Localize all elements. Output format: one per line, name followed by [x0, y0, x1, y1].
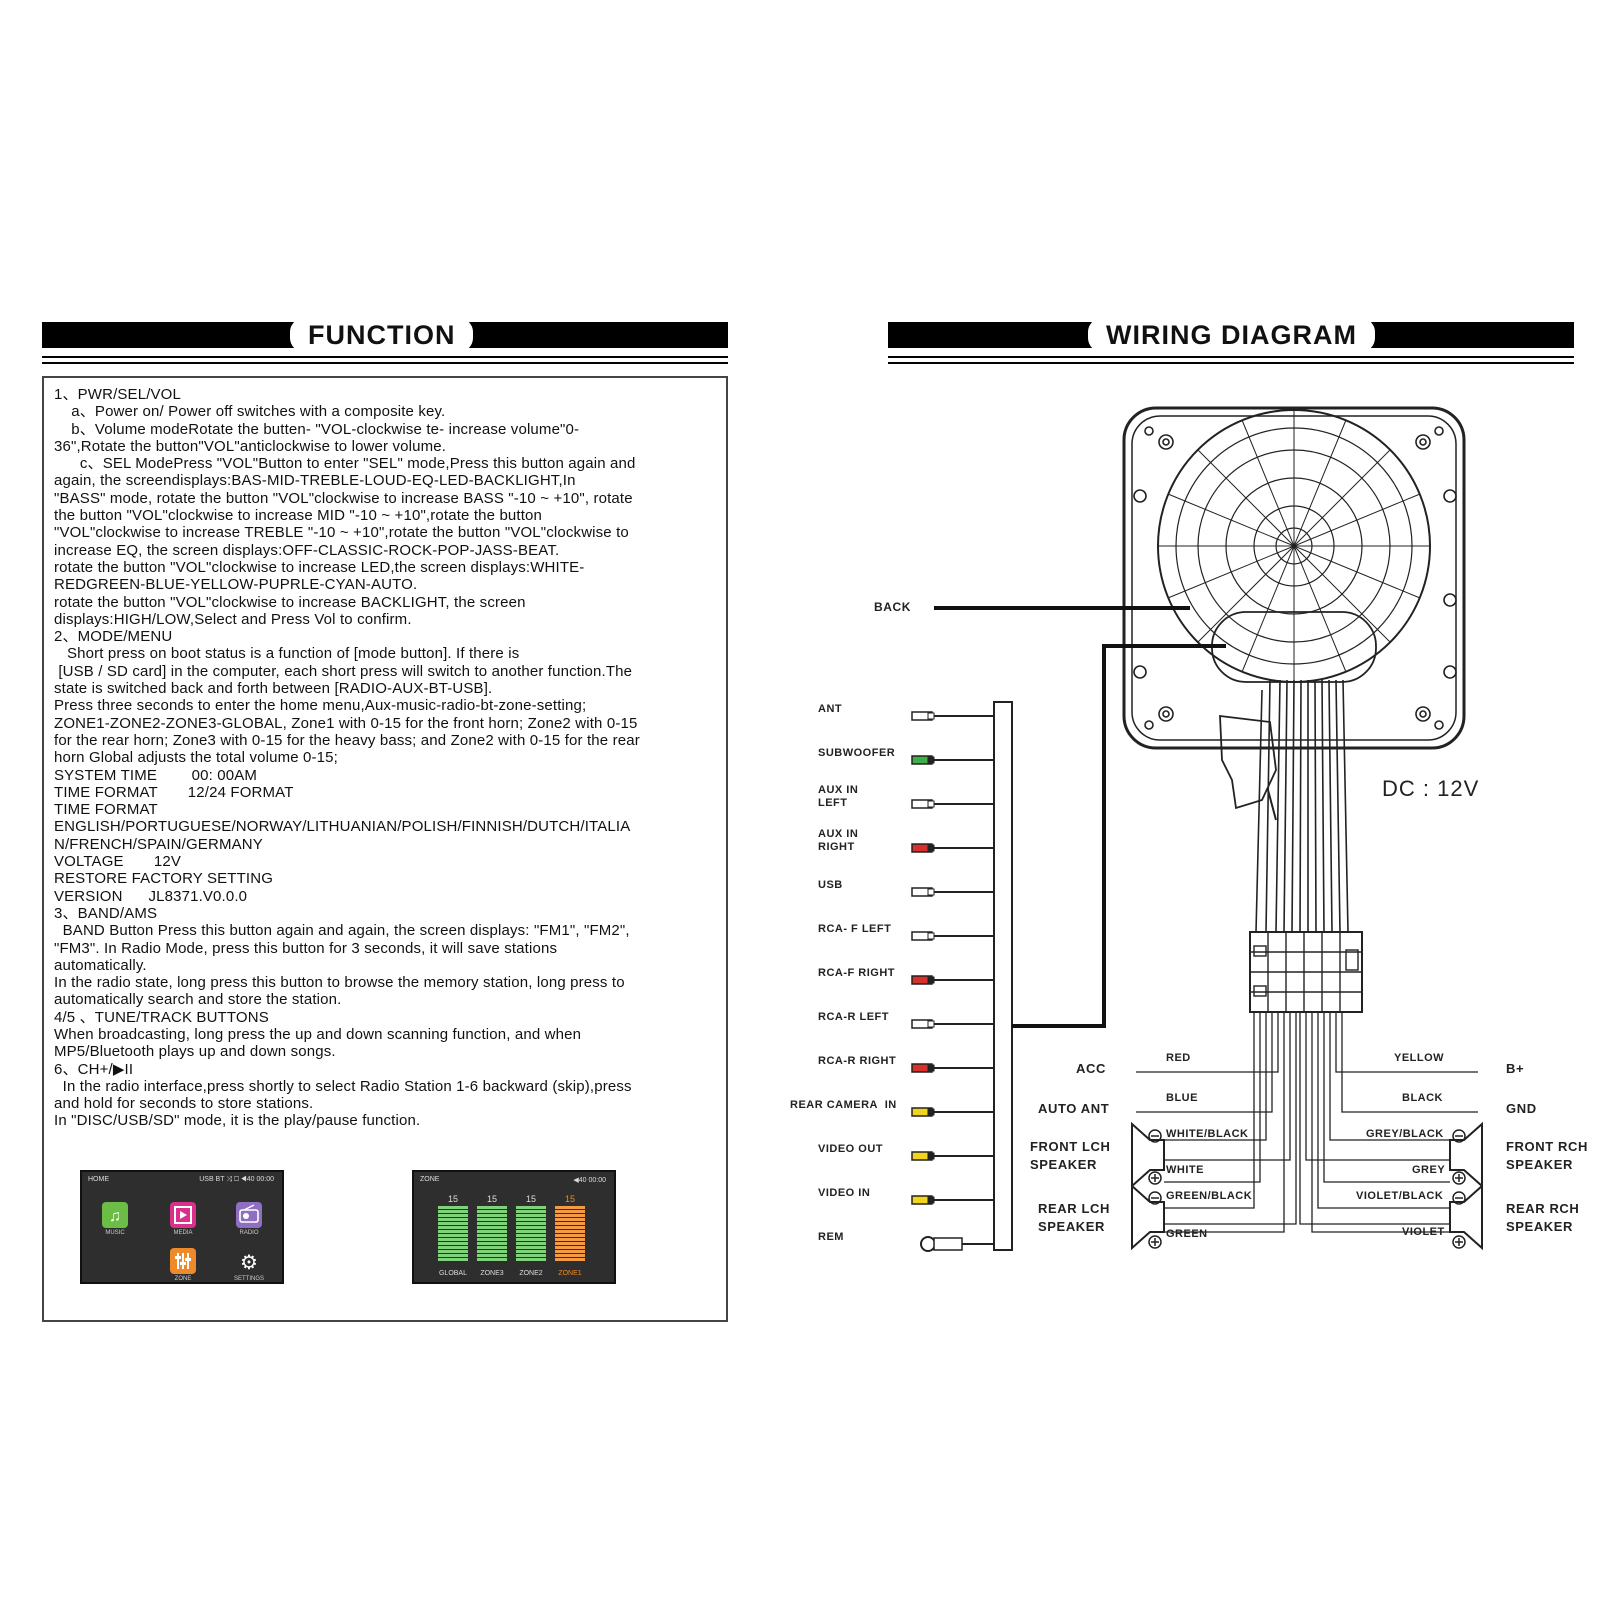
- terminal-auto-ant: AUTO ANT: [1038, 1101, 1110, 1116]
- connector-label: VIDEO OUT: [818, 1143, 884, 1155]
- speaker-icon: [1449, 1121, 1483, 1189]
- zone-label: ZONE1: [558, 1270, 582, 1277]
- zone-value: 15: [564, 1194, 575, 1204]
- app-label: MEDIA: [173, 1230, 193, 1236]
- app-label: SETTINGS: [233, 1276, 264, 1282]
- front-lch-speaker-label: FRONT LCH SPEAKER: [1030, 1139, 1111, 1172]
- connector-tip: [927, 932, 935, 940]
- wire-green-black: GREEN/BLACK: [1166, 1190, 1253, 1202]
- home-status-right: USB BT ⤨ ▢ ◀40 00:00: [199, 1176, 274, 1183]
- terminal-acc: ACC: [1076, 1061, 1106, 1076]
- function-text: 1、PWR/SEL/VOL a、Power on/ Power off swit…: [54, 386, 640, 1130]
- connector-label: AUX IN RIGHT: [818, 828, 859, 853]
- zone-status-right: ◀40 00:00: [573, 1177, 606, 1184]
- zone-value: 15: [525, 1194, 536, 1204]
- connector-rows: [911, 711, 994, 1252]
- connector-tip: [927, 976, 935, 984]
- app-label: ZONE: [174, 1276, 192, 1282]
- svg-text:♫: ♫: [109, 1208, 121, 1225]
- zone-value: 15: [486, 1194, 497, 1204]
- settings-icon: ⚙: [236, 1248, 262, 1274]
- header-rule: [42, 356, 728, 358]
- media-icon: [170, 1202, 196, 1228]
- wire-violet: VIOLET: [1402, 1226, 1445, 1238]
- connector-bus: [993, 701, 1013, 1251]
- wire-white-black: WHITE/BLACK: [1166, 1128, 1249, 1140]
- wire-red: RED: [1166, 1052, 1191, 1064]
- connector-label: RCA-R LEFT: [818, 1011, 889, 1023]
- speaker-icon: [1131, 1121, 1165, 1189]
- connector-label: AUX IN LEFT: [818, 784, 859, 809]
- zone-label: GLOBAL: [438, 1270, 467, 1277]
- back-label: BACK: [874, 600, 912, 614]
- connector-label: RCA-R RIGHT: [818, 1055, 897, 1067]
- terminal-gnd: GND: [1506, 1101, 1537, 1116]
- header-rule: [888, 356, 1574, 358]
- zone-level-bar: [516, 1206, 546, 1262]
- connector-label: VIDEO IN: [818, 1187, 871, 1199]
- connector-tip: [927, 1064, 935, 1072]
- wire-green: GREEN: [1166, 1228, 1208, 1240]
- dc-label: DC : 12V: [1382, 776, 1480, 801]
- header-rule: [888, 362, 1574, 364]
- zone-level-bar: [438, 1206, 468, 1262]
- zone-label: ZONE3: [480, 1270, 504, 1277]
- front-rch-speaker-label: FRONT RCH SPEAKER: [1506, 1139, 1588, 1172]
- connector-tip: [927, 1108, 935, 1116]
- connector-label: REAR CAMERA IN: [790, 1099, 897, 1111]
- home-status-left: HOME: [88, 1176, 109, 1183]
- connector-label: ANT: [818, 703, 843, 715]
- connector-plug: [920, 1236, 936, 1252]
- home-screen-image: HOME USB BT ⤨ ▢ ◀40 00:00 ♫ MUSIC MEDIA …: [80, 1170, 284, 1284]
- wiring-header: WIRING DIAGRAM: [888, 318, 1574, 364]
- function-box: 1、PWR/SEL/VOL a、Power on/ Power off swit…: [42, 376, 728, 1322]
- function-header: FUNCTION: [42, 318, 728, 364]
- connector-plug: [933, 1237, 963, 1251]
- rca-plug: [1219, 714, 1277, 810]
- connector-label: RCA-F RIGHT: [818, 967, 895, 979]
- wire-black: BLACK: [1402, 1092, 1443, 1104]
- connector-tip: [927, 1196, 935, 1204]
- radio-icon: [236, 1202, 262, 1228]
- connector-tip: [927, 712, 935, 720]
- connector-tip: [927, 756, 935, 764]
- app-label: RADIO: [239, 1230, 259, 1236]
- wire-white: WHITE: [1166, 1164, 1204, 1176]
- wire-grey: GREY: [1412, 1164, 1446, 1176]
- wire-grey-black: GREY/BLACK: [1366, 1128, 1444, 1140]
- header-rule: [42, 362, 728, 364]
- connector-label: USB: [818, 879, 843, 891]
- connector-label: RCA- F LEFT: [818, 923, 892, 935]
- wire-blue: BLUE: [1166, 1092, 1198, 1104]
- zone-level-bar: [555, 1206, 585, 1262]
- zone-screen-image: ZONE ◀40 00:00 15 15 15 15 GLOBAL ZONE3 …: [412, 1170, 616, 1284]
- wire-violet-black: VIOLET/BLACK: [1356, 1190, 1444, 1202]
- connector-label: REM: [818, 1231, 844, 1243]
- wire-yellow: YELLOW: [1394, 1052, 1445, 1064]
- rear-lch-speaker-label: REAR LCH SPEAKER: [1038, 1201, 1110, 1234]
- wiring-title: WIRING DIAGRAM: [1088, 318, 1375, 352]
- zone-icon: [170, 1248, 196, 1274]
- speaker-icon: [1131, 1183, 1165, 1251]
- speaker-icon: [1449, 1183, 1483, 1251]
- zone-status-left: ZONE: [420, 1176, 440, 1183]
- connector-tip: [927, 844, 935, 852]
- zone-value: 15: [447, 1194, 458, 1204]
- music-icon: ♫: [102, 1202, 128, 1228]
- app-label: MUSIC: [105, 1230, 125, 1236]
- zone-level-bar: [477, 1206, 507, 1262]
- connector-label: SUBWOOFER: [818, 747, 896, 759]
- rear-rch-speaker-label: REAR RCH SPEAKER: [1506, 1201, 1580, 1234]
- connector-tip: [927, 888, 935, 896]
- svg-text:⚙: ⚙: [240, 1252, 258, 1274]
- terminal-b-plus: B+: [1506, 1061, 1525, 1076]
- function-title: FUNCTION: [290, 318, 474, 352]
- connector-tip: [927, 1152, 935, 1160]
- zone-label: ZONE2: [519, 1270, 543, 1277]
- connector-tip: [927, 800, 935, 808]
- connector-tip: [927, 1020, 935, 1028]
